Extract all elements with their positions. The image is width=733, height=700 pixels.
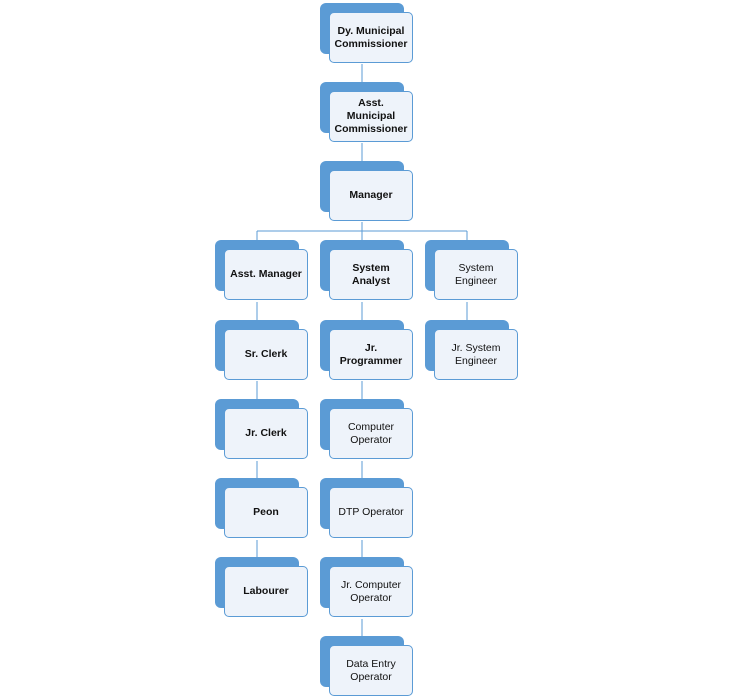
node-computer-operator: Computer Operator bbox=[320, 399, 415, 461]
node-label: Asst. Municipal Commissioner bbox=[329, 91, 413, 142]
node-peon: Peon bbox=[215, 478, 310, 540]
node-label: Dy. Municipal Commissioner bbox=[329, 12, 413, 63]
node-jr-system-engineer: Jr. System Engineer bbox=[425, 320, 520, 382]
node-label: Jr. System Engineer bbox=[434, 329, 518, 380]
node-asst-municipal-commissioner: Asst. Municipal Commissioner bbox=[320, 82, 415, 144]
node-label: Peon bbox=[224, 487, 308, 538]
node-sr-clerk: Sr. Clerk bbox=[215, 320, 310, 382]
node-label: Jr. Computer Operator bbox=[329, 566, 413, 617]
node-manager: Manager bbox=[320, 161, 415, 223]
node-label: Jr. Programmer bbox=[329, 329, 413, 380]
node-labourer: Labourer bbox=[215, 557, 310, 619]
node-label: Computer Operator bbox=[329, 408, 413, 459]
node-label: DTP Operator bbox=[329, 487, 413, 538]
node-label: Data Entry Operator bbox=[329, 645, 413, 696]
node-data-entry-operator: Data Entry Operator bbox=[320, 636, 415, 698]
node-label: Jr. Clerk bbox=[224, 408, 308, 459]
node-label: Manager bbox=[329, 170, 413, 221]
node-label: System Analyst bbox=[329, 249, 413, 300]
node-dy-municipal-commissioner: Dy. Municipal Commissioner bbox=[320, 3, 415, 65]
node-jr-clerk: Jr. Clerk bbox=[215, 399, 310, 461]
node-system-engineer: System Engineer bbox=[425, 240, 520, 302]
node-dtp-operator: DTP Operator bbox=[320, 478, 415, 540]
node-jr-programmer: Jr. Programmer bbox=[320, 320, 415, 382]
node-label: Labourer bbox=[224, 566, 308, 617]
node-label: Sr. Clerk bbox=[224, 329, 308, 380]
node-system-analyst: System Analyst bbox=[320, 240, 415, 302]
node-asst-manager: Asst. Manager bbox=[215, 240, 310, 302]
node-label: Asst. Manager bbox=[224, 249, 308, 300]
node-jr-computer-operator: Jr. Computer Operator bbox=[320, 557, 415, 619]
node-label: System Engineer bbox=[434, 249, 518, 300]
